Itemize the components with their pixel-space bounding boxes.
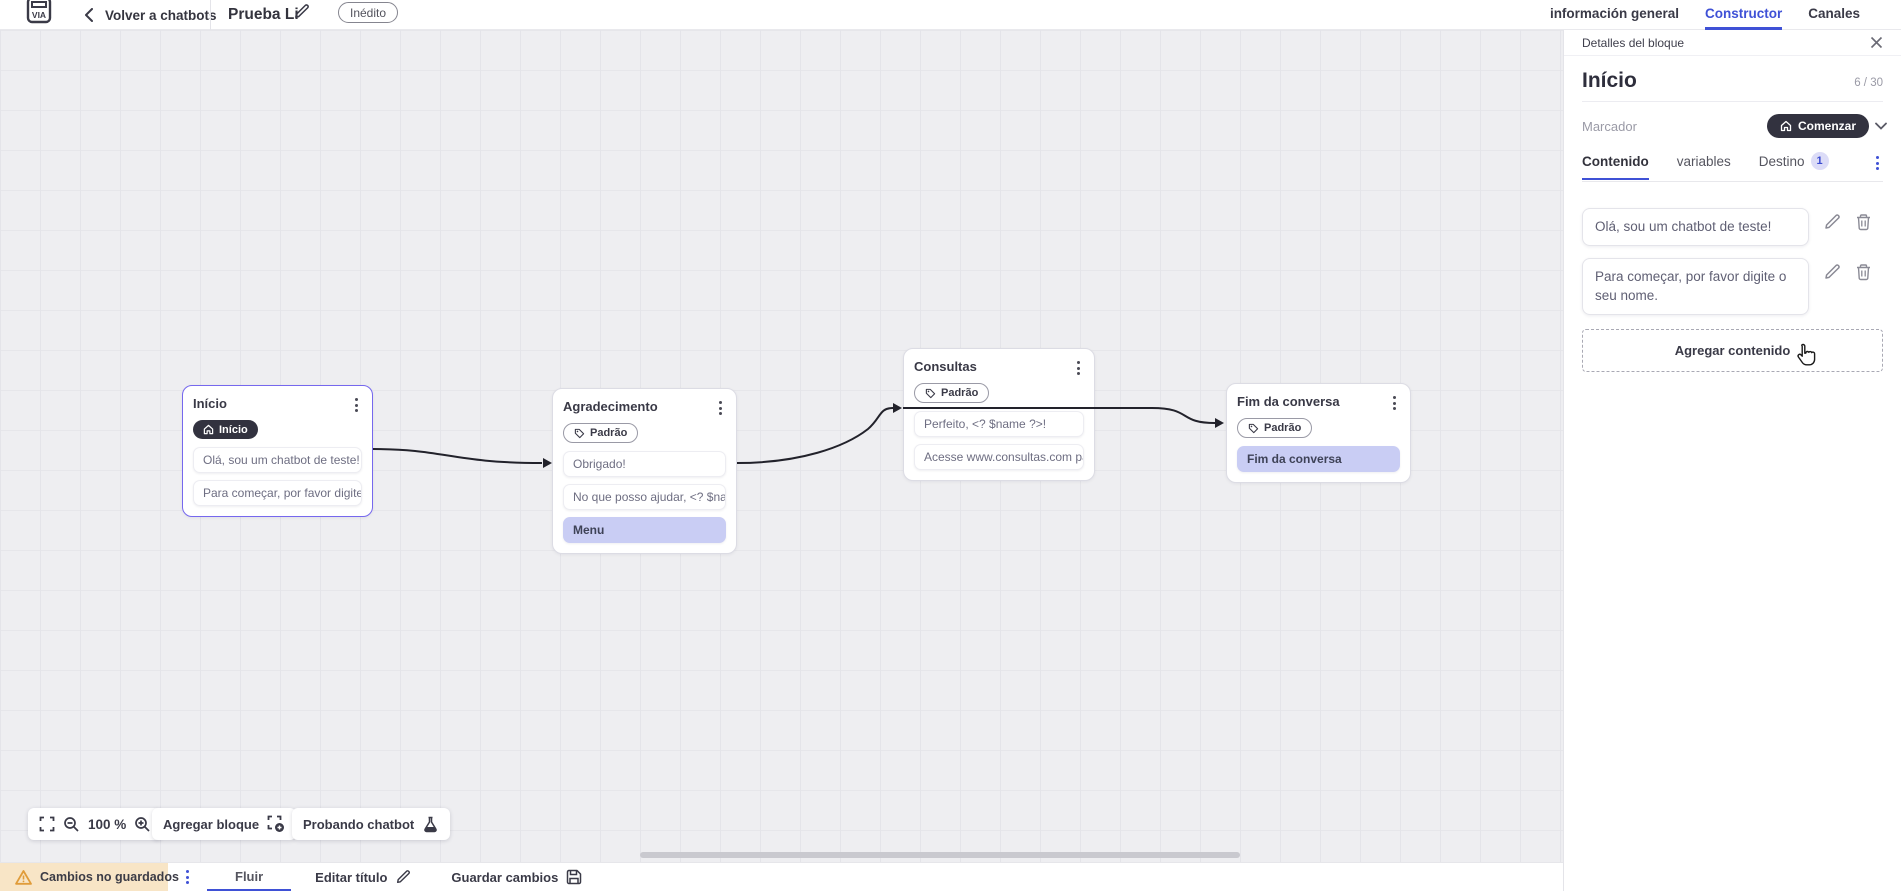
fit-screen-icon[interactable] bbox=[39, 816, 55, 832]
block-menu-icon[interactable] bbox=[351, 396, 362, 414]
test-chatbot-label: Probando chatbot bbox=[303, 816, 415, 832]
block-badge-inicio: Início bbox=[193, 420, 258, 439]
block-card[interactable]: Olá, sou um chatbot de teste! bbox=[193, 447, 362, 473]
app-logo-icon: VIA bbox=[22, 0, 56, 28]
block-card-fim[interactable]: Fim da conversa bbox=[1237, 445, 1400, 472]
tag-icon bbox=[925, 388, 936, 398]
chevron-left-icon bbox=[84, 8, 93, 22]
tab-canales[interactable]: Canales bbox=[1808, 6, 1860, 21]
chevron-down-icon[interactable] bbox=[1875, 122, 1887, 130]
save-changes-button[interactable]: Guardar cambios bbox=[451, 863, 582, 891]
add-block-label: Agregar bloque bbox=[163, 816, 260, 832]
block-title: Início bbox=[193, 396, 227, 411]
add-content-button[interactable]: Agregar contenido bbox=[1582, 328, 1883, 372]
tab-destino[interactable]: Destino 1 bbox=[1759, 152, 1829, 181]
unsaved-changes-indicator: Cambios no guardados bbox=[0, 863, 179, 891]
flask-icon bbox=[422, 816, 439, 833]
panel-header-title: Detalles del bloque bbox=[1582, 35, 1685, 50]
block-badge-padrao: Padrão bbox=[914, 383, 990, 403]
edit-content-icon[interactable] bbox=[1823, 213, 1841, 231]
add-block-button[interactable]: Agregar bloque bbox=[152, 808, 297, 840]
warning-icon bbox=[15, 869, 32, 885]
unsaved-label: Cambios no guardados bbox=[40, 870, 179, 884]
top-tabs: información general Constructor Canales bbox=[1550, 0, 1860, 30]
horizontal-scrollbar[interactable] bbox=[640, 852, 1240, 858]
pencil-icon bbox=[395, 869, 411, 885]
block-title: Agradecimento bbox=[563, 399, 658, 414]
save-icon bbox=[566, 869, 582, 885]
zoom-level: 100 % bbox=[88, 816, 127, 832]
add-block-icon bbox=[267, 815, 285, 833]
zoom-toolbar: 100 % bbox=[28, 808, 163, 840]
panel-tabs: Contenido variables Destino 1 bbox=[1582, 152, 1883, 182]
block-fim-da-conversa[interactable]: Fim da conversa Padrão Fim da conversa bbox=[1226, 383, 1411, 483]
tab-informacion-general[interactable]: información general bbox=[1549, 6, 1679, 21]
tab-variables[interactable]: variables bbox=[1676, 153, 1731, 169]
flow-canvas[interactable]: Início Início Olá, sou um chatbot de tes… bbox=[0, 30, 1563, 862]
home-icon bbox=[203, 424, 214, 435]
block-menu-icon[interactable] bbox=[1389, 394, 1400, 412]
flow-menu-icon[interactable] bbox=[182, 863, 193, 891]
tag-icon bbox=[574, 428, 585, 438]
block-card[interactable]: Obrigado! bbox=[563, 450, 726, 477]
delete-content-icon[interactable] bbox=[1855, 213, 1872, 231]
edit-content-icon[interactable] bbox=[1823, 263, 1841, 281]
block-card[interactable]: No que posso ajudar, <? $name ... bbox=[563, 483, 726, 510]
marker-label: Marcador bbox=[1582, 118, 1637, 134]
svg-text:VIA: VIA bbox=[32, 10, 46, 20]
marker-value-button[interactable]: Comenzar bbox=[1766, 114, 1869, 138]
block-inicio[interactable]: Início Início Olá, sou um chatbot de tes… bbox=[182, 385, 373, 517]
bottom-status-bar: Cambios no guardados Fluir Editar título… bbox=[0, 862, 1563, 891]
block-badge-padrao: Padrão bbox=[563, 423, 639, 443]
block-card[interactable]: Perfeito, <? $name ?>! bbox=[914, 410, 1084, 437]
panel-block-name: Início bbox=[1582, 69, 1637, 92]
block-badge-padrao: Padrão bbox=[1237, 418, 1313, 438]
block-card[interactable]: Para começar, por favor digite o ... bbox=[193, 480, 362, 506]
back-label: Volver a chatbots bbox=[105, 7, 217, 23]
test-chatbot-button[interactable]: Probando chatbot bbox=[292, 808, 451, 840]
block-consultas[interactable]: Consultas Padrão Perfeito, <? $name ?>! … bbox=[903, 348, 1095, 481]
tab-constructor[interactable]: Constructor bbox=[1704, 0, 1783, 30]
top-bar: VIA Volver a chatbots Prueba Li Inédito … bbox=[0, 0, 1901, 30]
topbar-divider bbox=[210, 0, 211, 30]
block-title: Consultas bbox=[914, 359, 977, 374]
block-menu-icon[interactable] bbox=[715, 399, 726, 417]
chatbot-title: Prueba Li bbox=[228, 6, 299, 23]
block-card[interactable]: Acesse www.consultas.com par... bbox=[914, 443, 1084, 470]
content-item[interactable]: Olá, sou um chatbot de teste! bbox=[1582, 208, 1809, 246]
block-card-menu[interactable]: Menu bbox=[563, 516, 726, 543]
block-menu-icon[interactable] bbox=[1073, 359, 1084, 377]
back-to-chatbots-button[interactable]: Volver a chatbots bbox=[84, 0, 217, 30]
block-title: Fim da conversa bbox=[1237, 394, 1340, 409]
panel-menu-icon[interactable] bbox=[1872, 154, 1883, 179]
close-icon[interactable] bbox=[1870, 36, 1883, 49]
status-badge-inedito: Inédito bbox=[338, 2, 399, 23]
zoom-in-icon[interactable] bbox=[134, 816, 151, 833]
destino-count-badge: 1 bbox=[1810, 152, 1829, 170]
block-agradecimento[interactable]: Agradecimento Padrão Obrigado! No que po… bbox=[552, 388, 737, 554]
block-details-panel: Detalles del bloque Início 6 / 30 Marcad… bbox=[1563, 30, 1901, 891]
delete-content-icon[interactable] bbox=[1855, 263, 1872, 281]
panel-divider bbox=[1582, 101, 1883, 102]
edit-title-button[interactable]: Editar título bbox=[315, 863, 411, 891]
tab-contenido[interactable]: Contenido bbox=[1582, 154, 1649, 180]
edit-title-pencil-icon[interactable] bbox=[293, 3, 310, 20]
tag-icon bbox=[1248, 423, 1259, 433]
tab-fluir[interactable]: Fluir bbox=[207, 863, 292, 891]
content-item[interactable]: Para começar, por favor digite o seu nom… bbox=[1582, 257, 1809, 315]
name-char-counter: 6 / 30 bbox=[1854, 77, 1883, 89]
zoom-out-icon[interactable] bbox=[63, 816, 80, 833]
home-icon bbox=[1780, 120, 1792, 132]
